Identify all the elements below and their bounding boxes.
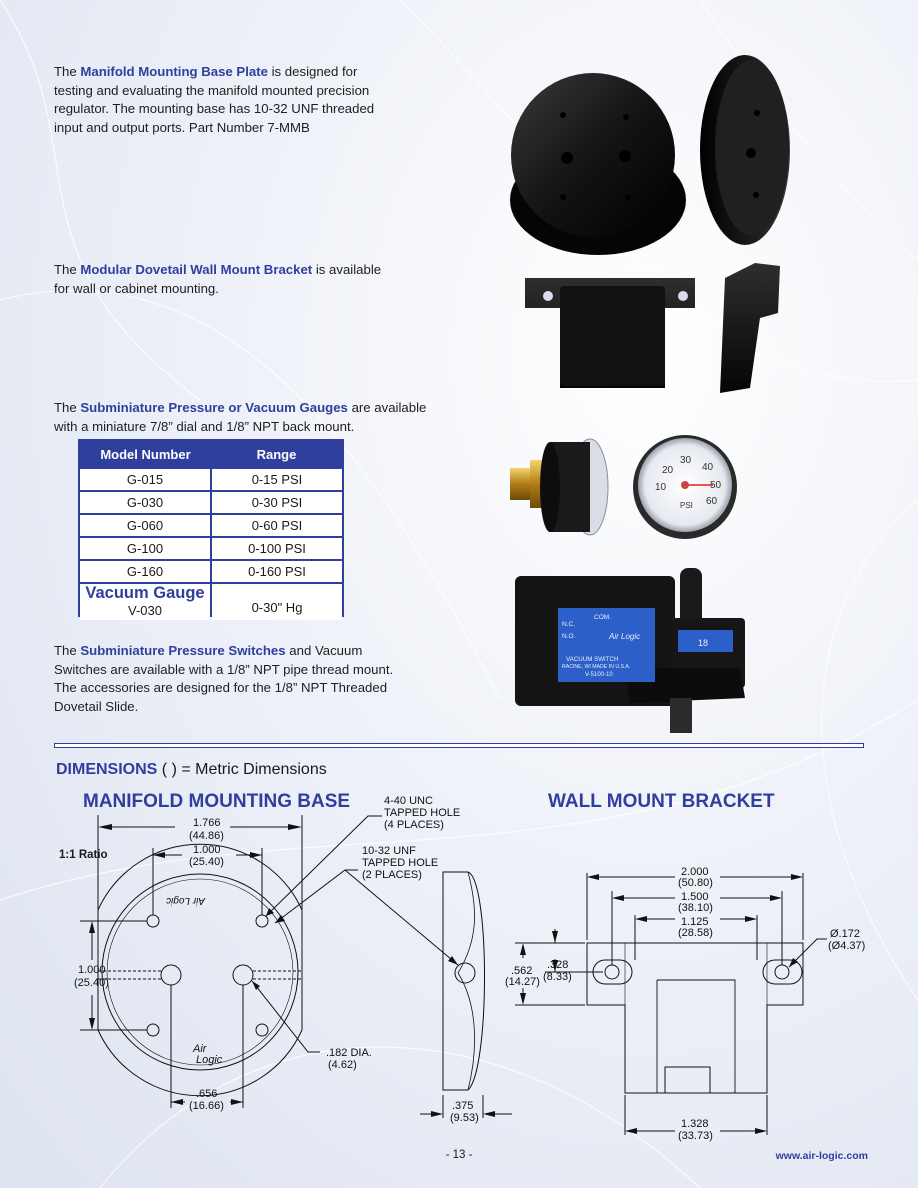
- drawing-logo-top: Air Logic: [166, 895, 206, 906]
- note-440-unc: 4-40 UNC: [384, 795, 433, 807]
- range-cell: 0-15 PSI: [212, 469, 342, 490]
- dial-label-50: 50: [710, 480, 722, 491]
- dim-4486: (44.86): [189, 830, 224, 842]
- dim-437-dia: (Ø4.37): [828, 940, 865, 952]
- switch-com-label: COM.: [594, 614, 611, 621]
- manifold-base-photo: [510, 55, 790, 255]
- dim-2540-left: (25.40): [74, 977, 109, 989]
- switch-logo: Air Logic: [608, 632, 640, 641]
- dim-3373: (33.73): [678, 1130, 713, 1142]
- header-model-number: Model Number: [100, 446, 191, 462]
- dim-562: .562: [511, 965, 532, 977]
- table-header: Model Number Range: [80, 441, 342, 467]
- dim-1500: 1.500: [681, 891, 709, 903]
- switch-label-line1: VACUUM SWITCH: [566, 656, 618, 663]
- dim-375: .375: [452, 1100, 473, 1112]
- range-cell: 0-160 PSI: [212, 561, 342, 582]
- dim-2540-top: (25.40): [189, 856, 224, 868]
- dim-1427: (14.27): [505, 976, 540, 988]
- manifold-base-description: The Manifold Mounting Base Plate is desi…: [54, 64, 375, 135]
- wall-bracket-dimension-drawing: 2.000 (50.80) 1.500 (38.10) 1.125 (28.58…: [505, 866, 865, 1142]
- vacuum-switch-photo: COM. N.C. N.O. Air Logic VACUUM SWITCH R…: [515, 568, 745, 733]
- dial-label-20: 20: [662, 465, 674, 476]
- dim-1125: 1.125: [681, 916, 709, 928]
- range-cell: 0-60 PSI: [212, 515, 342, 536]
- dim-1000-top: 1.000: [193, 844, 221, 856]
- switches-description: The Subminiature Pressure Switches and V…: [54, 643, 394, 714]
- dim-328: .328: [547, 959, 568, 971]
- switch-label-line3: V-5100-10: [585, 672, 613, 678]
- wall-bracket-name: Modular Dovetail Wall Mount Bracket: [80, 262, 313, 277]
- dim-2858: (28.58): [678, 927, 713, 939]
- switch-no-label: N.O.: [562, 633, 576, 640]
- range-cell: 0-100 PSI: [212, 538, 342, 559]
- dial-unit: PSI: [680, 501, 693, 510]
- vacuum-model: V-030: [128, 603, 162, 618]
- dim-833: (8.33): [543, 971, 572, 983]
- dial-label-30: 30: [680, 455, 692, 466]
- gauges-description: The Subminiature Pressure or Vacuum Gaug…: [54, 400, 427, 434]
- vacuum-model-cell: Vacuum Gauge V-030: [80, 584, 210, 620]
- manifold-drawing-title: MANIFOLD MOUNTING BASE: [83, 791, 351, 812]
- model-cell: G-160: [80, 561, 210, 582]
- page-number: - 13 -: [445, 1149, 473, 1161]
- dim-953: (9.53): [450, 1112, 479, 1124]
- dim-3810: (38.10): [678, 902, 713, 914]
- model-cell: G-100: [80, 538, 210, 559]
- switches-name: Subminiature Pressure Switches: [80, 643, 286, 658]
- dial-label-60: 60: [706, 496, 718, 507]
- wall-bracket-photo: [525, 263, 780, 393]
- dial-label-40: 40: [702, 462, 714, 473]
- range-cell: 0-30 PSI: [212, 492, 342, 513]
- switch-tag: 18: [698, 638, 708, 648]
- drawing-logo-air: Air: [192, 1043, 208, 1055]
- dim-5080: (50.80): [678, 877, 713, 889]
- scale-ratio: 1:1 Ratio: [59, 849, 108, 861]
- dim-1000-left: 1.000: [78, 964, 106, 976]
- dial-label-10: 10: [655, 482, 667, 493]
- dim-172-dia: Ø.172: [830, 928, 860, 940]
- website-link[interactable]: www.air-logic.com: [775, 1150, 868, 1162]
- header-range: Range: [256, 446, 297, 462]
- note-1032-tapped: TAPPED HOLE: [362, 857, 438, 869]
- dim-1766: 1.766: [193, 817, 221, 829]
- section-divider: [54, 743, 864, 748]
- model-cell: G-015: [80, 469, 210, 490]
- dim-462: (4.62): [328, 1059, 357, 1071]
- model-cell: G-060: [80, 515, 210, 536]
- wall-bracket-description: The Modular Dovetail Wall Mount Bracket …: [54, 262, 382, 296]
- dim-1666: (16.66): [189, 1100, 224, 1112]
- switch-label-line2: RACINE, WI MADE IN U.S.A.: [562, 664, 630, 670]
- switch-nc-label: N.C.: [562, 621, 575, 628]
- drawing-logo-logic: Logic: [196, 1054, 223, 1066]
- dim-1328: 1.328: [681, 1118, 709, 1130]
- note-440-tapped: TAPPED HOLE: [384, 807, 460, 819]
- note-1032-unf: 10-32 UNF: [362, 845, 416, 857]
- gauges-photo: 20 30 40 10 50 60 PSI: [510, 435, 737, 539]
- dim-656: .656: [196, 1088, 217, 1100]
- note-440-places: (4 PLACES): [384, 819, 444, 831]
- note-1032-places: (2 PLACES): [362, 869, 422, 881]
- vacuum-gauge-row: Vacuum Gauge V-030 0-30" Hg: [80, 584, 342, 620]
- dimensions-heading: DIMENSIONS ( ) = Metric Dimensions: [56, 761, 327, 778]
- vacuum-range-cell: 0-30" Hg: [212, 584, 342, 620]
- vacuum-gauge-title: Vacuum Gauge: [85, 584, 205, 602]
- wall-drawing-title: WALL MOUNT BRACKET: [548, 791, 775, 812]
- model-cell: G-030: [80, 492, 210, 513]
- dim-182-dia: .182 DIA.: [326, 1047, 372, 1059]
- manifold-base-name: Manifold Mounting Base Plate: [80, 64, 268, 79]
- manifold-dimension-drawing: 1.766 (44.86) 1.000 (25.40) 1.000 (25.40…: [74, 795, 512, 1124]
- gauges-name: Subminiature Pressure or Vacuum Gauges: [80, 400, 348, 415]
- dim-2000: 2.000: [681, 866, 709, 878]
